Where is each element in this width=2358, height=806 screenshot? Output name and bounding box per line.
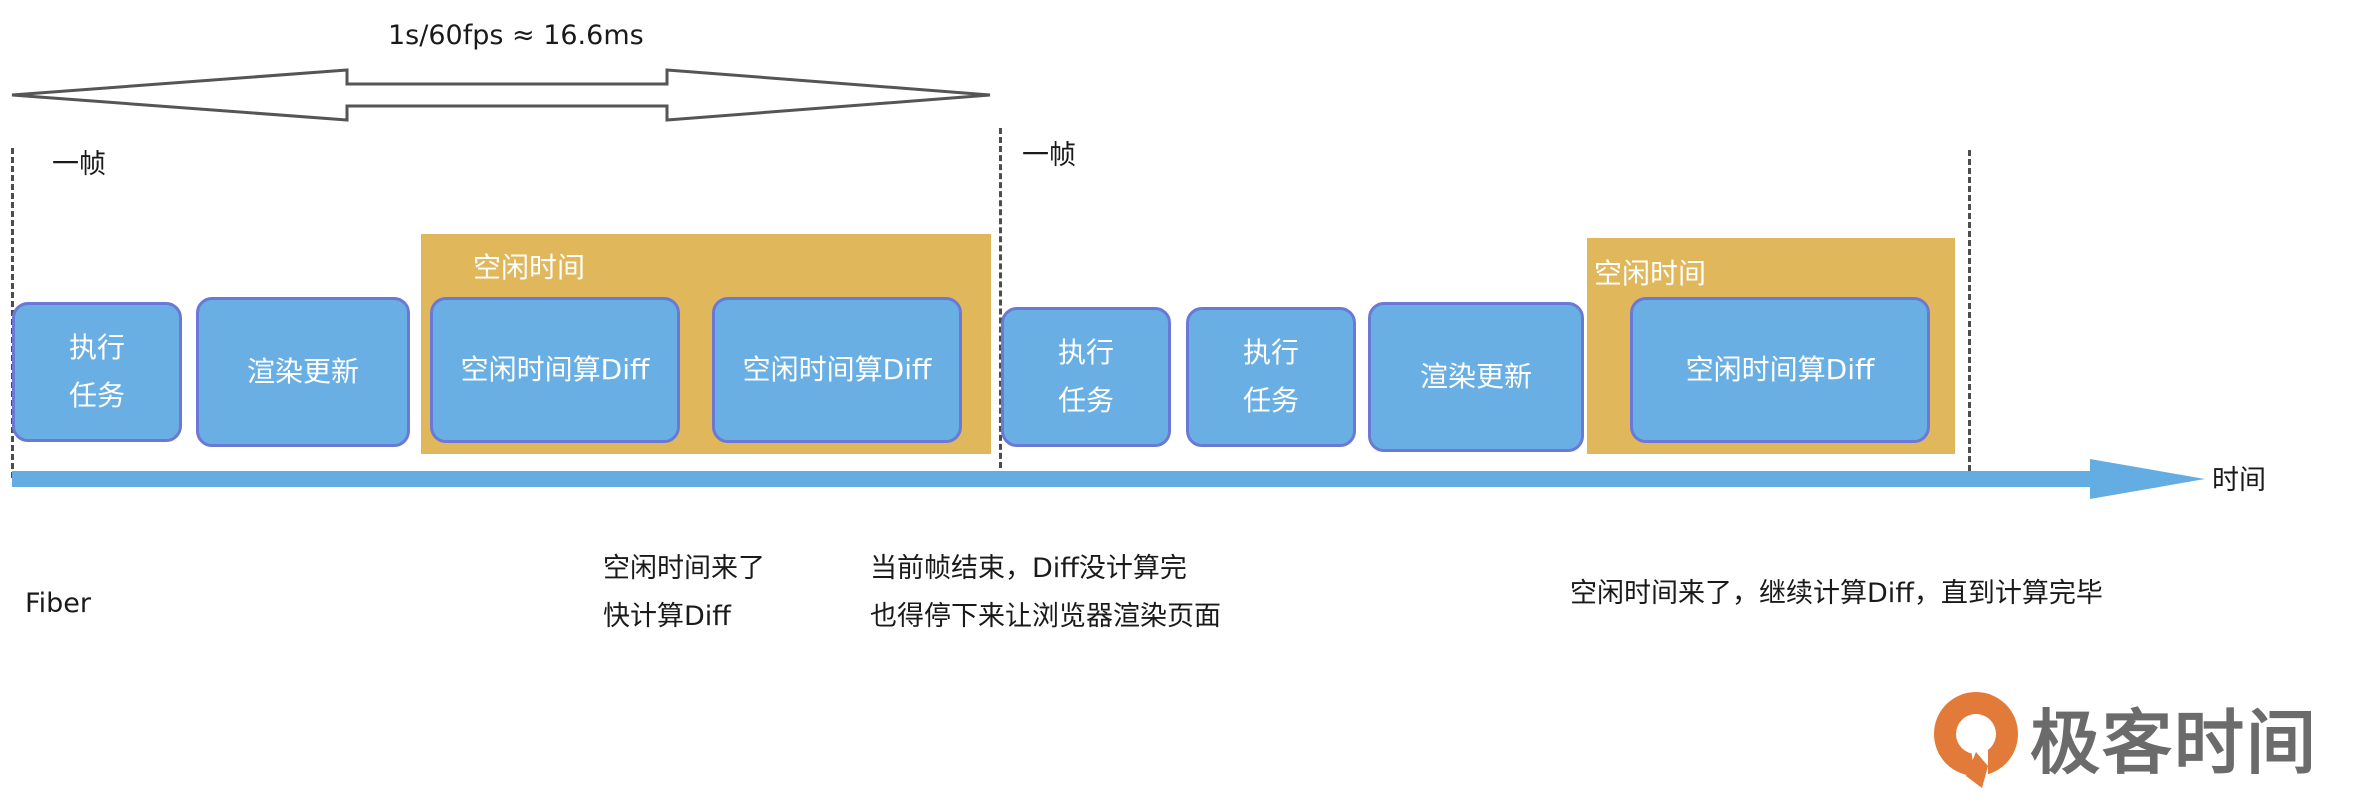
frame-end-note-line2: 也得停下来让浏览器渲染页面 [870, 601, 1221, 632]
fiber-label: Fiber [25, 588, 91, 619]
exec-task-block: 执行 任务 [12, 302, 182, 442]
idle-zone-1-label: 空闲时间 [473, 251, 586, 284]
frame-label-1: 一帧 [52, 149, 106, 180]
idle-diff-label: 空闲时间算Diff [460, 353, 650, 386]
idle-zone-2-label: 空闲时间 [1594, 257, 1707, 290]
render-update-block: 渲染更新 [1368, 302, 1584, 452]
frame-span-label: 1s/60fps ≈ 16.6ms [388, 20, 644, 51]
idle-diff-label: 空闲时间算Diff [742, 353, 932, 386]
render-update-block: 渲染更新 [196, 297, 410, 447]
exec-task-block: 执行 任务 [1001, 307, 1171, 447]
geektime-logo-text: 极客时间 [2030, 702, 2318, 784]
render-update-label: 渲染更新 [1419, 360, 1532, 393]
frame-span-arrow [11, 68, 991, 122]
render-update-label: 渲染更新 [246, 355, 359, 388]
frame-boundary-3 [1968, 150, 1971, 480]
idle-diff-label: 空闲时间算Diff [1685, 353, 1875, 386]
idle-arrives-note-line2: 快计算Diff [603, 601, 731, 632]
frame-boundary-2 [999, 128, 1002, 486]
exec-task-line1: 执行 [1057, 336, 1114, 369]
exec-task-block: 执行 任务 [1186, 307, 1356, 447]
timeline-axis [12, 459, 2205, 499]
idle-diff-block: 空闲时间算Diff [430, 297, 680, 443]
idle-continue-note: 空闲时间来了，继续计算Diff，直到计算完毕 [1570, 578, 2103, 609]
frame-label-2: 一帧 [1022, 140, 1076, 171]
idle-diff-block: 空闲时间算Diff [1630, 297, 1930, 443]
idle-arrives-note-line1: 空闲时间来了 [603, 553, 765, 584]
frame-end-note-line1: 当前帧结束，Diff没计算完 [870, 553, 1187, 584]
exec-task-line1: 执行 [1242, 336, 1299, 369]
exec-task-line1: 执行 [68, 331, 125, 364]
axis-label: 时间 [2212, 465, 2266, 496]
idle-diff-block: 空闲时间算Diff [712, 297, 962, 443]
geektime-logo-icon [1934, 692, 2018, 788]
exec-task-line2: 任务 [1057, 384, 1114, 417]
exec-task-line2: 任务 [68, 379, 125, 412]
exec-task-line2: 任务 [1242, 384, 1299, 417]
